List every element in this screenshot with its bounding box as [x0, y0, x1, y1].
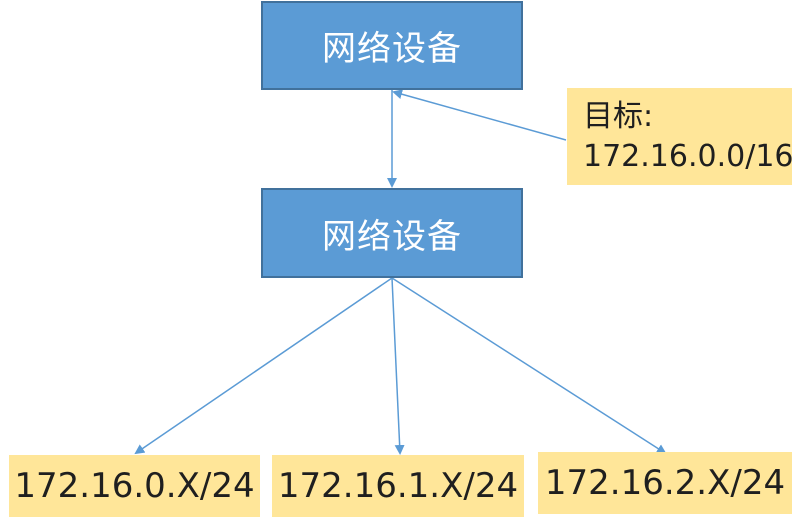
network-device-middle-label: 网络设备: [322, 216, 462, 257]
subnet-label-2: 172.16.2.X/24: [544, 463, 786, 503]
arrow-note-to-top: [392, 89, 567, 141]
subnet-box-2: 172.16.2.X/24: [538, 452, 792, 514]
arrow-middle-to-subnet-0: [134, 277, 393, 455]
target-note: 目标: 172.16.0.0/16: [567, 88, 794, 185]
target-note-value: 172.16.0.0/16: [583, 138, 794, 174]
subnet-label-0: 172.16.0.X/24: [14, 466, 255, 506]
network-device-top: 网络设备: [261, 1, 523, 90]
subnet-box-1: 172.16.1.X/24: [272, 455, 524, 517]
target-note-title: 目标:: [583, 98, 654, 134]
subnet-box-0: 172.16.0.X/24: [9, 455, 260, 517]
arrow-middle-to-subnet-1: [391, 277, 405, 455]
network-device-middle: 网络设备: [261, 188, 523, 278]
arrow-middle-to-subnet-2: [391, 277, 667, 455]
subnet-label-1: 172.16.1.X/24: [277, 466, 519, 506]
network-device-top-label: 网络设备: [322, 29, 462, 69]
